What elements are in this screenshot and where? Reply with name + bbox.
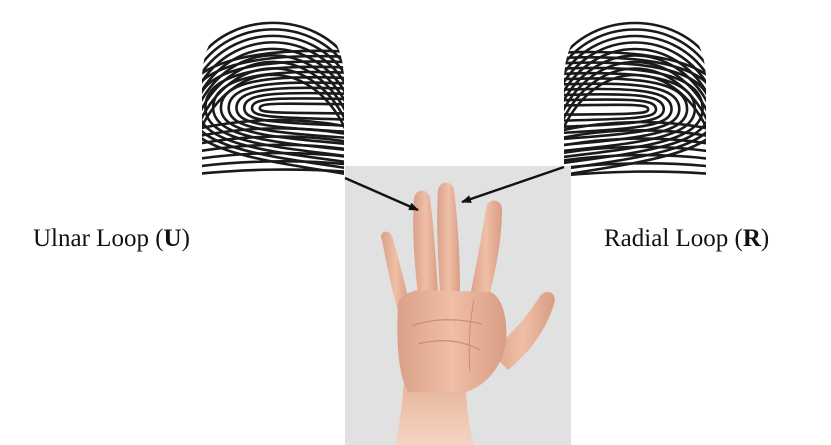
ulnar-loop-label-text: Ulnar Loop ( [33,225,164,252]
ulnar-loop-label: Ulnar Loop (U) [33,226,190,251]
radial-loop-label-text: Radial Loop ( [604,225,743,252]
radial-loop-letter: R [743,225,761,252]
ulnar-loop-fingerprint-icon [182,23,388,182]
left-hand-palm-photo [345,166,571,445]
radial-loop-fingerprint-icon [520,23,726,183]
ulnar-loop-label-close: ) [182,225,190,252]
ulnar-loop-letter: U [164,225,182,252]
radial-loop-label: Radial Loop (R) [604,226,769,251]
radial-loop-label-close: ) [761,225,769,252]
